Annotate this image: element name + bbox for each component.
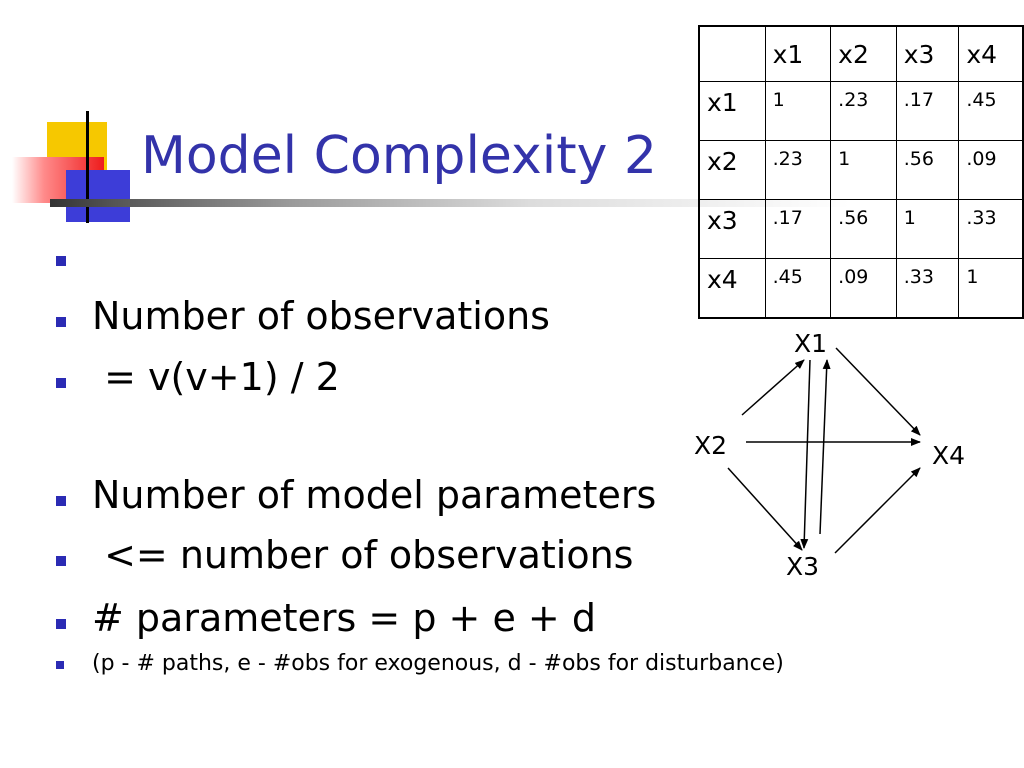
node-x2-label: X2 <box>694 431 727 460</box>
table-cell: .17 <box>895 81 960 141</box>
node-x1-label: X1 <box>794 329 827 358</box>
bullet-marker <box>56 317 66 327</box>
bullet-marker <box>56 496 66 506</box>
bullet-text: (p - # paths, e - #obs for exogenous, d … <box>92 651 784 676</box>
table-row: x1 1 .23 .17 .45 <box>698 81 1024 141</box>
table-cell: .23 <box>764 140 832 200</box>
column-header: x4 <box>958 25 1024 82</box>
row-header: x3 <box>698 199 766 259</box>
arrow-x2-to-x3 <box>727 467 803 551</box>
table-cell: 1 <box>958 258 1024 319</box>
decor-vertical-line <box>86 111 89 223</box>
bullet-marker <box>56 619 66 629</box>
table-corner-cell <box>698 25 766 82</box>
bullet-marker <box>56 661 64 669</box>
bullet-text: <= number of observations <box>92 533 634 577</box>
node-x4-label: X4 <box>932 441 965 470</box>
row-header: x4 <box>698 258 766 319</box>
table-cell: .33 <box>895 258 960 319</box>
column-header: x3 <box>895 25 960 82</box>
path-diagram: X1 X2 X4 X3 <box>694 329 965 581</box>
table-cell: .17 <box>764 199 832 259</box>
arrow-x1-to-x4 <box>835 347 921 436</box>
decor-blue-square <box>66 170 130 222</box>
row-header: x2 <box>698 140 766 200</box>
bullet-text: # parameters = p + e + d <box>92 596 596 640</box>
table-row: x2 .23 1 .56 .09 <box>698 140 1024 200</box>
arrow-x1-to-x3 <box>800 359 811 549</box>
arrow-x2-to-x1 <box>741 359 805 416</box>
table-cell: .23 <box>830 81 897 141</box>
arrow-x3-to-x1 <box>819 359 831 535</box>
row-header: x1 <box>698 81 766 141</box>
table-cell: .56 <box>830 199 897 259</box>
bullet-marker <box>56 556 66 566</box>
table-cell: 1 <box>830 140 897 200</box>
column-header: x1 <box>764 25 832 82</box>
table-cell: .09 <box>958 140 1024 200</box>
table-cell: .56 <box>895 140 960 200</box>
table-row: x3 .17 .56 1 .33 <box>698 199 1024 259</box>
column-header: x2 <box>830 25 897 82</box>
bullet-marker <box>56 378 66 388</box>
table-cell: 1 <box>895 199 960 259</box>
slide-title: Model Complexity 2 <box>141 126 657 186</box>
table-cell: .45 <box>764 258 832 319</box>
bullet-text: Number of observations <box>92 294 550 338</box>
table-cell: 1 <box>764 81 832 141</box>
node-x3-label: X3 <box>786 552 819 581</box>
table-header-row: x1 x2 x3 x4 <box>698 25 1024 82</box>
bullet-text: Number of model parameters <box>92 473 657 517</box>
title-underline <box>50 199 850 207</box>
table-cell: .33 <box>958 199 1024 259</box>
bullet-marker <box>56 256 66 266</box>
table-cell: .45 <box>958 81 1024 141</box>
bullet-text: = v(v+1) / 2 <box>92 355 340 399</box>
table-row: x4 .45 .09 .33 1 <box>698 258 1024 319</box>
arrow-x3-to-x4 <box>834 467 921 554</box>
correlation-table: x1 x2 x3 x4 x1 1 .23 .17 .45 x2 .23 1 .5… <box>698 25 1024 319</box>
table-cell: .09 <box>830 258 897 319</box>
